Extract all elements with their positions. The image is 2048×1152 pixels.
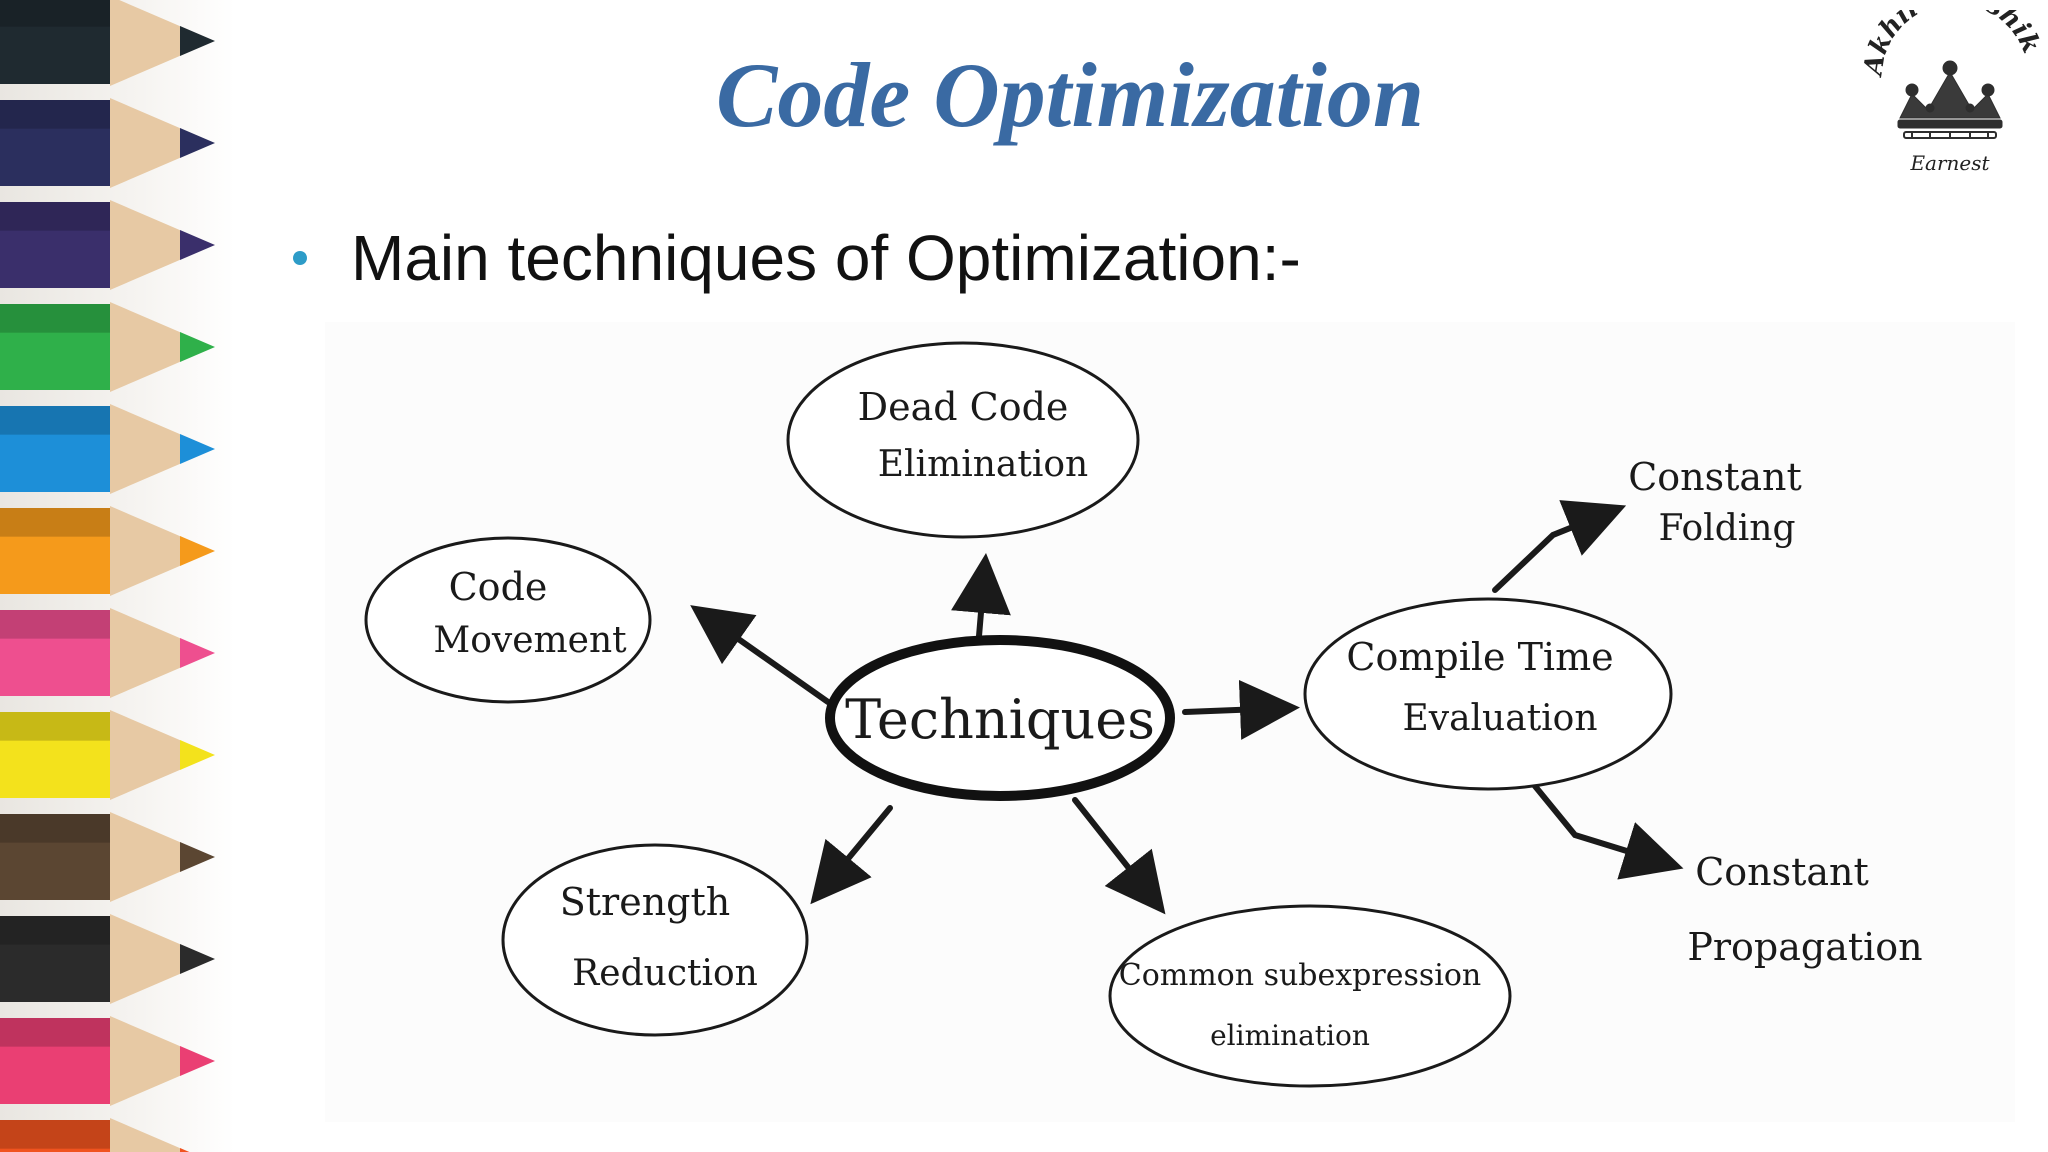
node-strength-reduction-line1: Strength xyxy=(560,880,731,924)
pencil xyxy=(0,1016,215,1106)
node-techniques-label: Techniques xyxy=(845,688,1155,751)
node-compile-time-line1: Compile Time xyxy=(1346,635,1613,679)
node-constant-propagation-line1: Constant xyxy=(1695,850,1869,894)
node-dead-code-line1: Dead Code xyxy=(858,385,1069,429)
node-strength-reduction-line2: Reduction xyxy=(572,953,758,994)
brand-logo: Akhil Kaushik Earnest xyxy=(1860,10,2040,175)
arrow-to-strength-reduction xyxy=(810,805,893,905)
node-dead-code-line2: Elimination xyxy=(878,444,1088,485)
pencil xyxy=(0,914,215,1004)
arrow-to-dead-code xyxy=(951,553,1011,651)
pencil xyxy=(0,608,215,698)
arrows xyxy=(690,500,1684,915)
node-constant-propagation: Constant Propagation xyxy=(1687,850,1922,969)
pencil-decoration xyxy=(0,0,215,1152)
pencil xyxy=(0,506,215,596)
node-dead-code: Dead Code Elimination xyxy=(786,341,1140,539)
node-common-subexpression-line2: elimination xyxy=(1210,1019,1370,1052)
node-compile-time: Compile Time Evaluation xyxy=(1303,597,1673,791)
arrow-to-compile-time xyxy=(1182,679,1300,740)
slide-title: Code Optimization xyxy=(716,44,1424,146)
node-code-movement-line1: Code xyxy=(449,565,548,609)
node-code-movement: Code Movement xyxy=(364,536,652,704)
node-common-subexpression-line1: Common subexpression xyxy=(1119,958,1482,993)
arrow-to-constant-folding xyxy=(1492,500,1627,593)
arrow-to-constant-propagation xyxy=(1527,777,1684,880)
pencil-strip xyxy=(0,0,235,1152)
node-compile-time-line2: Evaluation xyxy=(1402,698,1597,739)
arrow-to-common-subexpression xyxy=(1072,797,1166,915)
node-strength-reduction: Strength Reduction xyxy=(501,843,809,1037)
node-constant-folding-line1: Constant xyxy=(1628,455,1802,499)
node-code-movement-line2: Movement xyxy=(433,620,627,661)
pencil xyxy=(0,302,215,392)
crown-icon xyxy=(1897,60,2003,139)
node-common-subexpression: Common subexpression elimination xyxy=(1108,904,1512,1088)
bullet-text: Main techniques of Optimization:- xyxy=(351,222,1301,294)
logo-text-bottom: Earnest xyxy=(1909,151,1990,175)
node-techniques: Techniques xyxy=(825,635,1175,801)
pencil xyxy=(0,812,215,902)
pencil xyxy=(0,404,215,494)
arrow-to-code-movement xyxy=(690,605,831,705)
pencil xyxy=(0,0,215,86)
techniques-diagram: Techniques Dead Code Elimination Code Mo… xyxy=(364,341,1923,1088)
node-constant-folding: Constant Folding xyxy=(1628,455,1802,549)
pencil xyxy=(0,710,215,800)
pencil xyxy=(0,200,215,290)
bullet-item: Main techniques of Optimization:- xyxy=(293,218,1301,298)
pencil xyxy=(0,98,215,188)
pencil xyxy=(0,1118,190,1152)
node-constant-propagation-line2: Propagation xyxy=(1687,925,1922,969)
node-constant-folding-line2: Folding xyxy=(1659,508,1796,549)
bullet-dot-icon xyxy=(293,251,307,265)
